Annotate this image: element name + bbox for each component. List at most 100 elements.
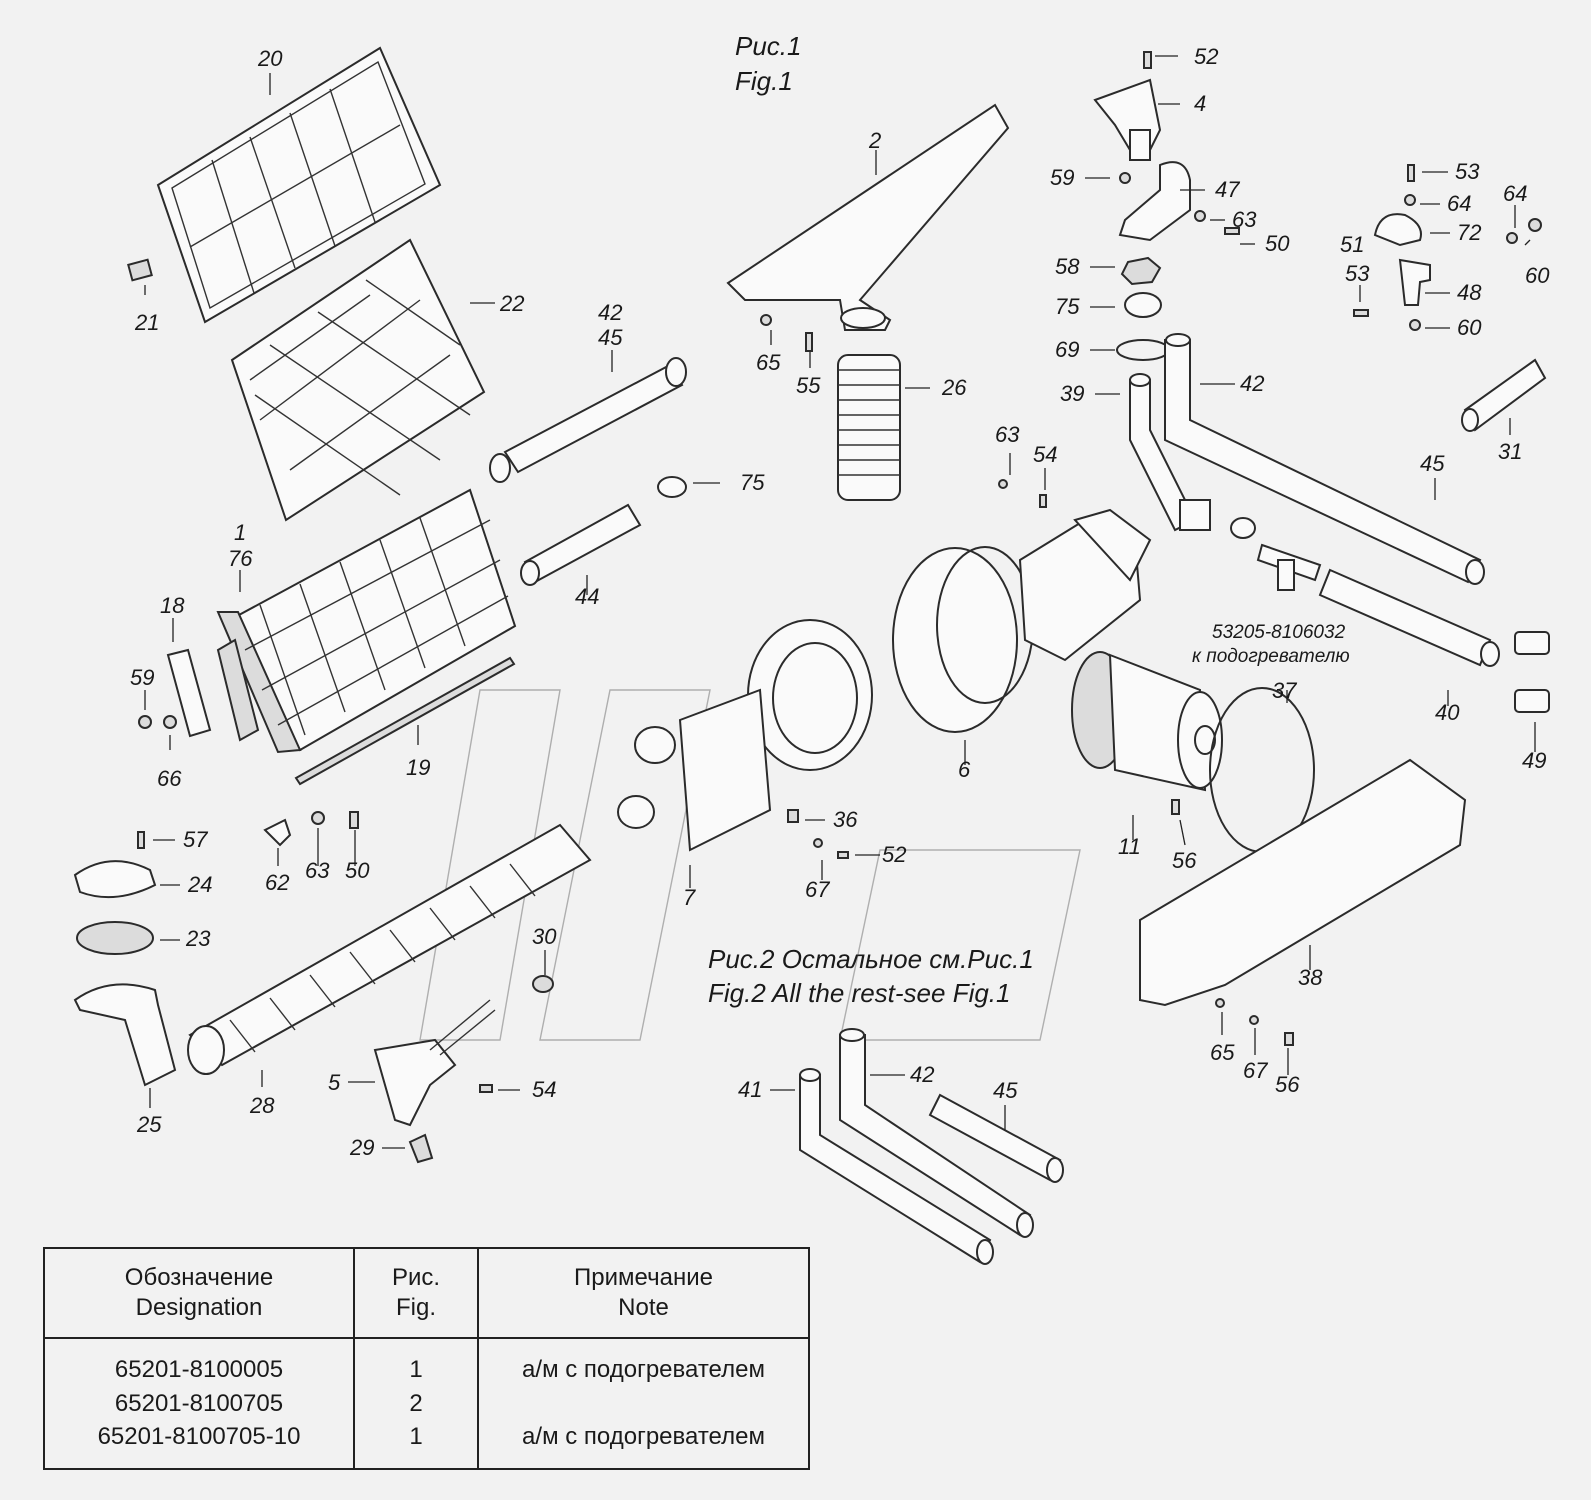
part-11-fan-motor [1071, 651, 1223, 792]
part-54-screw-lower [479, 1084, 493, 1093]
part-31-strip [1461, 358, 1547, 432]
callout-label: 51 [1340, 232, 1364, 257]
part-44-hose [520, 503, 642, 586]
callout-label: 20 [257, 46, 283, 71]
callout-label: 53 [1455, 159, 1480, 184]
callout-label: 1 [234, 520, 246, 545]
callout-label: 59 [1050, 165, 1074, 190]
callout-label: 36 [833, 807, 858, 832]
callout-label: 76 [228, 546, 253, 571]
callout-label: 18 [160, 593, 185, 618]
table-row: 65201-8100705-10 1 а/м с подогревателем [43, 1420, 810, 1471]
cell-designation: 65201-8100705-10 [43, 1420, 355, 1471]
part-48-bracket [1398, 258, 1431, 306]
part-49-fittings [1514, 631, 1550, 713]
callout-label: 31 [1498, 439, 1522, 464]
callout-label: 67 [805, 877, 830, 902]
table-row: 65201-8100705 2 [43, 1387, 810, 1421]
table-header-row: Обозначение Designation Рис. Fig. Примеч… [43, 1247, 810, 1339]
callout-label: 47 [1215, 177, 1240, 202]
callout-label: 53 [1345, 261, 1370, 286]
header-fig-en: Fig. [395, 1294, 436, 1321]
callout-label: 67 [1243, 1058, 1268, 1083]
part-67-washer [813, 838, 823, 848]
part-5-control-lever [373, 999, 496, 1127]
callout-label: 75 [1055, 294, 1080, 319]
part-41-42-45-pipes-fig2 [799, 1028, 1064, 1265]
callout-label: 22 [499, 291, 524, 316]
callout-label: 64 [1503, 181, 1527, 206]
callout-label: 56 [1172, 848, 1197, 873]
callout-label: 42 [910, 1062, 934, 1087]
part-19-strip [294, 656, 516, 786]
part-63-washer-left [311, 811, 325, 825]
part-21-clip [127, 258, 153, 282]
part-52-screw-mid [837, 851, 849, 859]
part-38-shield [1139, 758, 1467, 1007]
header-designation-ru: Обозначение [124, 1264, 274, 1291]
header-note-en: Note [618, 1294, 669, 1321]
callout-label: 30 [532, 924, 557, 949]
part-1-radiator [216, 488, 517, 754]
callout-label: 39 [1060, 381, 1084, 406]
callout-label: 49 [1522, 748, 1546, 773]
part-60-nut [1409, 319, 1421, 331]
fig1-caption-ru: Рис.1 [735, 31, 802, 61]
callout-label: 64 [1447, 191, 1471, 216]
header-fig-ru: Рис. [391, 1264, 441, 1291]
part-69-ring [1116, 339, 1170, 361]
part-65-nut-lower [1215, 998, 1225, 1008]
callout-label: 21 [134, 310, 159, 335]
cell-designation: 65201-8100005 [43, 1338, 355, 1388]
callout-label: 52 [882, 842, 906, 867]
callout-label: 38 [1298, 965, 1323, 990]
cell-fig: 2 [353, 1387, 479, 1421]
part-65-nut [760, 314, 772, 326]
callout-label: 75 [740, 470, 765, 495]
part-75-clamp [1124, 292, 1162, 318]
part-66-washer [163, 715, 177, 729]
part-63-washer-mid [998, 479, 1008, 489]
callout-label: 11 [1118, 834, 1141, 859]
part-4-valve [1093, 78, 1162, 161]
callout-label: 4 [1194, 91, 1206, 116]
part-2-air-duct [726, 103, 1010, 331]
fig1-caption-en: Fig.1 [735, 66, 793, 96]
heater-note-code: 53205-8106032 [1212, 622, 1346, 643]
fig2-caption-en: Fig.2 All the rest-see Fig.1 [708, 978, 1011, 1008]
fig2-caption-ru: Рис.2 Остальное см.Рис.1 [708, 944, 1034, 974]
cell-note: а/м с подогревателем [477, 1338, 810, 1388]
table-row: 65201-8100005 1 а/м с подогревателем [43, 1338, 810, 1388]
callout-label: 41 [738, 1077, 762, 1102]
callout-label: 56 [1275, 1072, 1300, 1097]
callout-label: 23 [185, 926, 211, 951]
callout-label: 48 [1457, 280, 1482, 305]
part-7-heater-housing [617, 619, 873, 852]
part-39-42-pipes [1129, 333, 1485, 585]
callout-label: 60 [1457, 315, 1482, 340]
part-23-grille [76, 921, 154, 955]
callout-label: 45 [598, 325, 623, 350]
part-50-bolt [1224, 227, 1240, 235]
callout-label: 24 [187, 872, 212, 897]
part-59-nut [138, 715, 152, 729]
callout-label: 28 [249, 1093, 275, 1118]
callout-label: 52 [1194, 44, 1218, 69]
part-55-screw [805, 332, 813, 352]
callout-label: 59 [130, 665, 154, 690]
callout-label: 72 [1457, 220, 1481, 245]
callout-label: 44 [575, 584, 599, 609]
callout-label: 54 [532, 1077, 556, 1102]
callout-label: 65 [756, 350, 781, 375]
cell-designation: 65201-8100705 [43, 1387, 355, 1421]
cell-fig: 1 [353, 1338, 479, 1388]
header-designation: Обозначение Designation [43, 1247, 355, 1339]
callout-label: 26 [941, 375, 967, 400]
callout-label: 55 [796, 373, 821, 398]
part-26-corrugated-hose [837, 354, 901, 501]
part-64-washer-right [1506, 232, 1518, 244]
part-28-corrugated-hose [187, 823, 592, 1075]
designation-table: Обозначение Designation Рис. Fig. Примеч… [43, 1247, 810, 1471]
part-53-bolt [1353, 309, 1369, 317]
